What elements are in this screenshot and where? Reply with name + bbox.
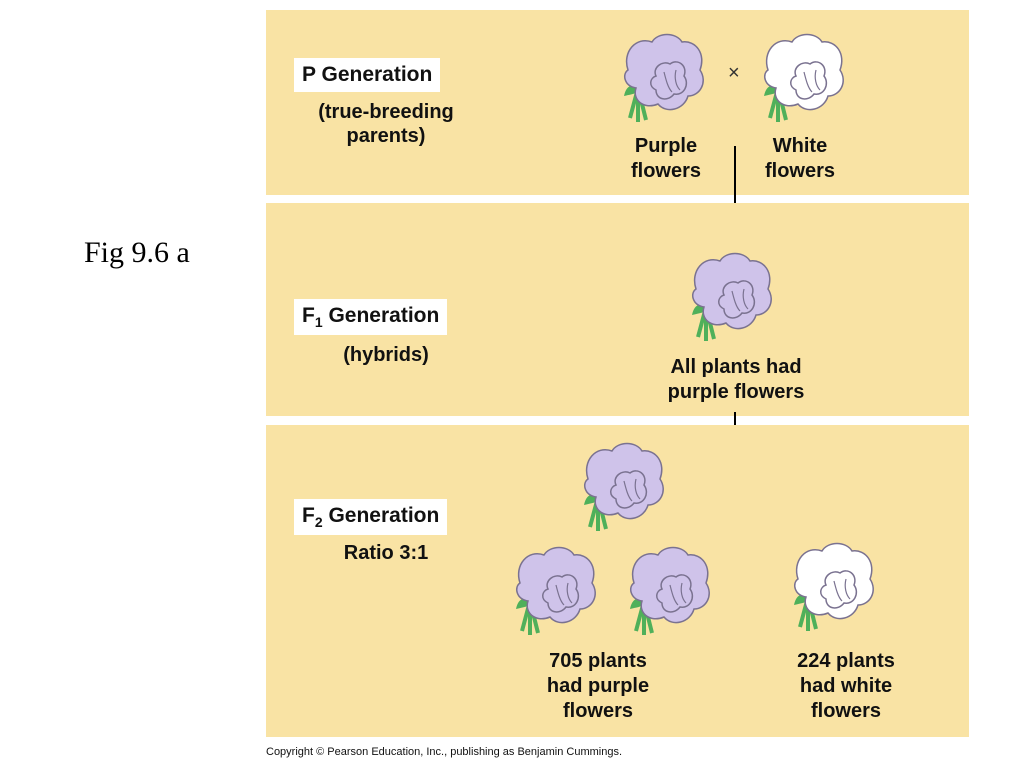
f2-generation-word: Generation: [328, 504, 440, 527]
p-generation-title: P Generation: [294, 58, 441, 92]
purple-caption-line1: Purple: [634, 135, 698, 157]
f2-white-caption-line3: flowers: [810, 700, 882, 722]
p-generation-letter: P: [302, 63, 316, 86]
p-generation-subtitle: (true-breeding parents): [296, 100, 476, 148]
p-subtitle-line1: (true-breeding: [318, 101, 454, 123]
copyright-notice: Copyright © Pearson Education, Inc., pub…: [266, 746, 623, 758]
f1-generation-subtitle: (hybrids): [343, 344, 429, 366]
f2-purple-caption-line2: had purple: [546, 675, 650, 697]
f1-generation-panel: F1 Generation (hybrids) All plants had p…: [266, 203, 969, 416]
figure-label: Fig 9.6 a: [84, 236, 190, 269]
purple-flowers-caption: Purple flowers: [616, 134, 716, 184]
f1-generation-subscript: 1: [314, 314, 323, 331]
p-subtitle-line2: parents): [346, 125, 426, 147]
f2-white-flower-icon: [792, 541, 876, 633]
purple-caption-line2: flowers: [630, 160, 702, 182]
f1-caption-line2: purple flowers: [667, 381, 805, 403]
f2-purple-caption: 705 plants had purple flowers: [528, 649, 668, 724]
f2-purple-caption-line3: flowers: [562, 700, 634, 722]
cross-symbol: ×: [728, 62, 740, 84]
f2-purple-flower-top-icon: [582, 441, 666, 533]
white-flowers-caption: White flowers: [750, 134, 850, 184]
f1-purple-flower-icon: [690, 251, 774, 343]
f1-caption-line1: All plants had: [670, 356, 802, 378]
f1-generation-letter: F: [302, 304, 315, 327]
f2-purple-caption-line1: 705 plants: [549, 650, 647, 672]
f2-purple-flower-left-icon: [514, 545, 598, 637]
white-caption-line2: flowers: [764, 160, 836, 182]
f1-generation-word: Generation: [328, 304, 440, 327]
white-caption-line1: White: [772, 135, 828, 157]
f2-white-caption-line1: 224 plants: [797, 650, 895, 672]
f2-purple-flower-right-icon: [628, 545, 712, 637]
f1-generation-title: F1 Generation: [294, 299, 448, 336]
f2-white-caption-line2: had white: [799, 675, 893, 697]
f2-generation-subscript: 2: [314, 514, 323, 531]
f1-caption: All plants had purple flowers: [636, 355, 836, 405]
white-flower-icon: [762, 32, 846, 124]
p-generation-word: Generation: [321, 63, 433, 86]
f2-generation-title: F2 Generation: [294, 499, 448, 536]
p-generation-panel: P Generation (true-breeding parents) × P…: [266, 10, 969, 195]
f2-generation-subtitle: Ratio 3:1: [343, 542, 429, 564]
f2-generation-letter: F: [302, 504, 315, 527]
f2-white-caption: 224 plants had white flowers: [776, 649, 916, 724]
purple-flower-icon: [622, 32, 706, 124]
f2-generation-panel: F2 Generation Ratio 3:1 705 plants had p…: [266, 425, 969, 737]
arrow-p-to-f1-line: [734, 146, 736, 218]
